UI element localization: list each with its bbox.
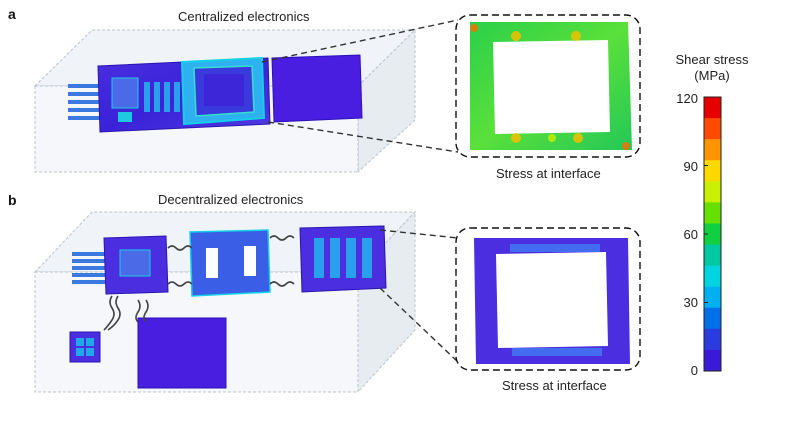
colorbar-segment xyxy=(704,181,721,203)
colorbar-segment xyxy=(704,202,721,224)
colorbar-segment xyxy=(704,328,721,351)
panel-a-letter: a xyxy=(8,6,16,22)
panel-b-title: Decentralized electronics xyxy=(158,192,304,207)
colorbar-segment xyxy=(704,118,721,140)
colorbar-segment xyxy=(704,286,721,309)
colorbar-title: Shear stress (MPa) xyxy=(667,52,757,84)
colorbar-segment xyxy=(704,265,721,288)
colorbar xyxy=(703,96,722,372)
colorbar-segment xyxy=(704,307,721,330)
panel-a-side-chip xyxy=(271,54,363,123)
colorbar-segment xyxy=(704,139,721,161)
panel-a-board xyxy=(68,56,271,133)
panel-b-letter: b xyxy=(8,192,17,208)
panel-b-components xyxy=(69,225,387,389)
panel-a-leaders xyxy=(261,19,459,153)
panel-b-caption: Stress at interface xyxy=(502,378,607,393)
colorbar-segment xyxy=(704,349,721,372)
colorbar-segment xyxy=(704,160,721,182)
colorbar-tick-30: 30 xyxy=(683,295,698,310)
panel-a-pins xyxy=(68,84,108,120)
colorbar-title-line1: Shear stress xyxy=(675,52,749,67)
colorbar-title-line2: (MPa) xyxy=(694,68,730,83)
colorbar-segment xyxy=(704,223,721,246)
panel-a-inset xyxy=(455,14,641,158)
colorbar-segment xyxy=(704,97,721,119)
panel-b-interconnects xyxy=(103,235,295,331)
colorbar-segment xyxy=(704,244,721,267)
colorbar-tick-0: 0 xyxy=(690,363,698,378)
colorbar-tick-90: 90 xyxy=(683,159,698,174)
panel-a-title: Centralized electronics xyxy=(178,9,310,24)
panel-a-caption: Stress at interface xyxy=(496,166,601,181)
colorbar-tick-60: 60 xyxy=(683,227,698,242)
panel-b-leaders xyxy=(379,229,459,363)
panel-b-inset xyxy=(455,227,641,371)
colorbar-tick-120: 120 xyxy=(676,91,698,106)
